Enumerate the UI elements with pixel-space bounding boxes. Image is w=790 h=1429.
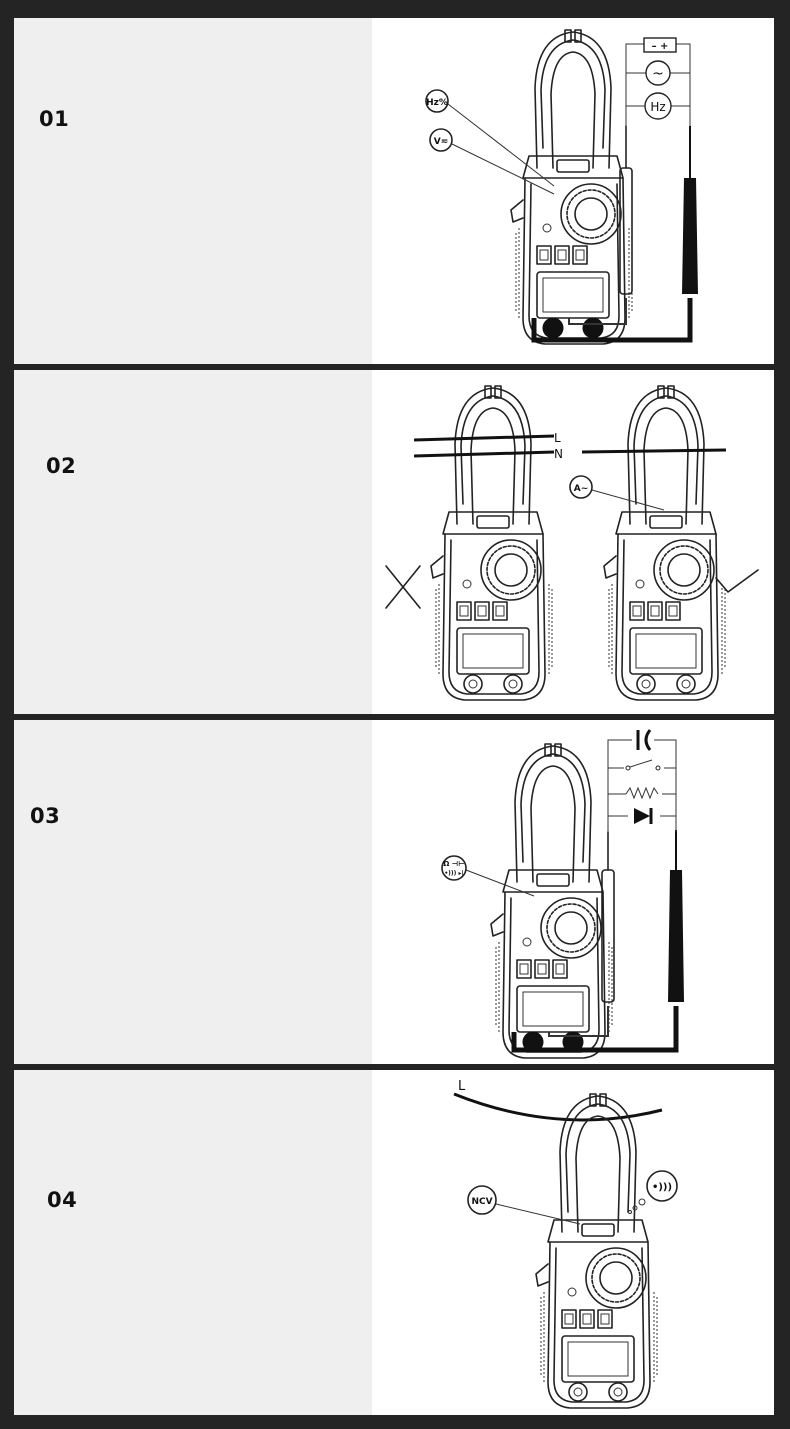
step-number: 02: [46, 454, 77, 478]
sound-icon: •))): [652, 1182, 672, 1193]
wire-label-n: N: [554, 447, 563, 461]
step-label-area: [14, 18, 372, 364]
step-panel-01: 01 Hz% V≂ – + ~ Hz: [14, 18, 774, 364]
wire-label-l: L: [554, 431, 561, 445]
voltage-frequency-diagram: Hz% V≂ – + ~ Hz: [425, 29, 698, 345]
dial-label-ncv: NCV: [471, 1197, 492, 1207]
current-clamp-diagram: L N A~: [385, 385, 759, 701]
step-panel-03: 03 Ω ⊣⊢ •))) ▸|: [14, 720, 774, 1064]
resistance-capacitance-diagram: Ω ⊣⊢ •))) ▸|: [441, 728, 684, 1059]
dial-label-line2: •))) ▸|: [444, 870, 463, 877]
dial-label-hz: Hz%: [426, 98, 448, 108]
correct-mark: [715, 569, 759, 593]
ac-source-label: ~: [652, 66, 664, 82]
wire-label-l: L: [458, 1079, 466, 1094]
ncv-detection-diagram: L NCV •))): [453, 1079, 678, 1409]
step-label-area: [14, 370, 372, 714]
dial-label-voltage: V≂: [434, 137, 449, 147]
step-panel-04: 04 L NCV •))): [14, 1070, 774, 1415]
step-label-area: [14, 720, 372, 1064]
step-panel-02: 02 L N A~: [14, 370, 774, 714]
step-number: 03: [30, 804, 61, 828]
dial-label-line1: Ω ⊣⊢: [443, 860, 464, 868]
wrong-mark: [385, 565, 421, 609]
dial-label-current: A~: [574, 484, 589, 494]
battery-label: – +: [652, 41, 669, 52]
step-label-area: [14, 1070, 372, 1415]
hz-source-label: Hz: [650, 100, 665, 114]
step-number: 01: [39, 107, 70, 131]
step-number: 04: [47, 1188, 78, 1212]
